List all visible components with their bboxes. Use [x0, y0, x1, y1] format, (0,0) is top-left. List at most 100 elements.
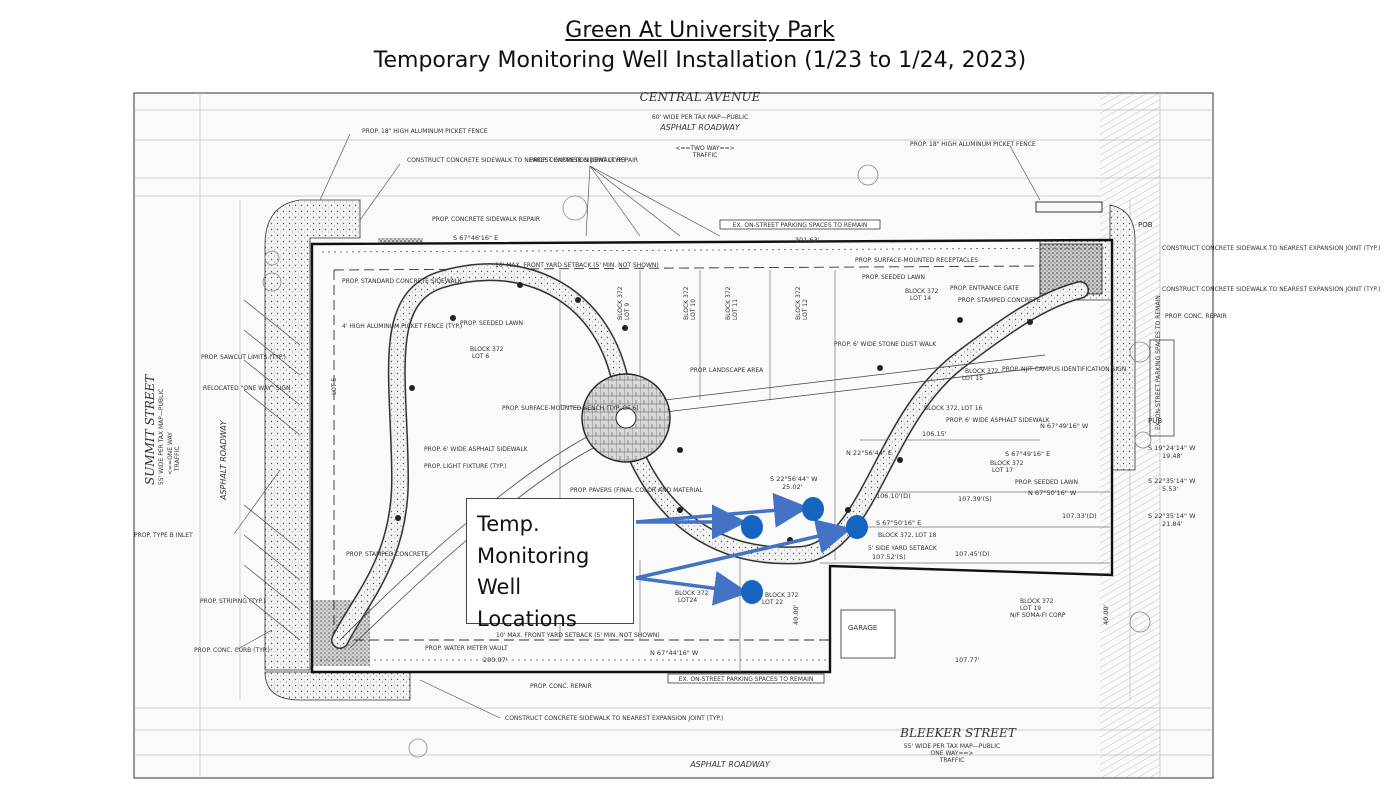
note-stone-dust: PROP. 6' WIDE STONE DUST WALK	[834, 341, 937, 348]
note-seeded-lawn-2: PROP. SEEDED LAWN	[862, 274, 925, 281]
distance-107-39: 107.39'(S)	[958, 495, 992, 503]
note-construct-sidewalk: CONSTRUCT CONCRETE SIDEWALK TO NEAREST E…	[407, 157, 625, 164]
property-boundary	[310, 238, 1114, 674]
note-aluminum-fence: 4' HIGH ALUMINUM PICKET FENCE (TYP.)	[342, 323, 462, 330]
summit-traffic-1: <==ONE WAY	[167, 432, 174, 475]
page-title: Green At University Park	[565, 18, 835, 43]
arrow-to-well-3	[635, 519, 852, 580]
lot-18-label: BLOCK 372, LOT 18	[878, 532, 937, 539]
note-striping: PROP. STRIPING (TYP.)	[200, 598, 265, 605]
note-conc-repair-ne: PROP. CONC. REPAIR	[1165, 313, 1227, 320]
lot-19-block: BLOCK 372	[1020, 598, 1054, 605]
note-light-fixture: PROP. LIGHT FIXTURE (TYP.)	[424, 463, 507, 470]
note-njit-sign: PROP. NJIT CAMPUS IDENTIFICATION SIGN	[1002, 366, 1126, 373]
distance-25: 25.02'	[782, 483, 803, 491]
note-asphalt-sidewalk-2: PROP. 6' WIDE ASPHALT SIDEWALK	[946, 417, 1051, 424]
bearing-north: S 67°46'16" E	[453, 234, 498, 242]
note-front-setback-south: 10' MAX. FRONT YARD SETBACK (5' MIN. NOT…	[496, 632, 660, 639]
bleeker-roadway-label: ASPHALT ROADWAY	[689, 760, 771, 769]
note-sawcut: PROP. SAWCUT LIMITS (TYP.)	[201, 354, 286, 361]
note-picket-fence: PROP. 18" HIGH ALUMINUM PICKET FENCE	[362, 128, 488, 135]
arrow-to-well-2	[635, 492, 809, 528]
note-parking-south: EX. ON-STREET PARKING SPACES TO REMAIN	[679, 676, 814, 683]
note-bench: PROP. SURFACE-MOUNTED BENCH (TYP. OF 6)	[502, 405, 639, 412]
lot-12-block: BLOCK 372	[795, 286, 802, 320]
note-curb: PROP. CONC. CURB (TYP.)	[194, 647, 270, 654]
lot-10-block: BLOCK 372	[683, 286, 690, 320]
garage-building	[840, 609, 896, 659]
note-water-vault: PROP. WATER METER VAULT	[425, 645, 508, 652]
distance-19-48: 19.48'	[1162, 452, 1183, 460]
lot-12-label: LOT 12	[802, 299, 809, 320]
distance-40-west: 40.00'	[792, 604, 800, 625]
bearing-south: N 67°44'16" W	[650, 649, 699, 657]
callout-line-3: Well	[477, 575, 522, 599]
garage-label: GARAGE	[848, 624, 877, 632]
note-seeded-lawn: PROP. SEEDED LAWN	[460, 320, 523, 327]
sidewalk-northwest	[264, 199, 361, 671]
lot-17-block: BLOCK 372	[990, 460, 1024, 467]
summit-traffic-2: TRAFFIC	[174, 446, 181, 472]
monitoring-well-marker	[741, 580, 763, 604]
distance-106-15: 106.15'	[922, 430, 947, 438]
lot-19-owner: N/F SOMA-FI CORP	[1010, 612, 1066, 619]
bearing-s22-35: S 22°35'14" W	[1148, 477, 1196, 485]
note-receptacles: PROP. SURFACE-MOUNTED RECEPTACLES	[855, 257, 978, 264]
callout-line-2: Monitoring	[477, 543, 590, 568]
distance-106-10: 106.10'(D)	[876, 492, 911, 500]
callout-line-4: Locations	[477, 606, 577, 631]
note-side-setback: 5' SIDE YARD SETBACK	[868, 545, 938, 552]
note-construct-ne-2: CONSTRUCT CONCRETE SIDEWALK TO NEAREST E…	[1162, 286, 1380, 293]
lot-11-label: LOT 11	[732, 299, 739, 320]
lot-22-block: BLOCK 372	[765, 592, 799, 599]
pob-label: POB	[1138, 221, 1153, 229]
note-sidewalk-repair-2: PROP. CONCRETE SIDEWALK REPAIR	[432, 216, 540, 223]
monitoring-well-marker	[741, 515, 763, 539]
distance-south-east: 107.77'	[955, 656, 980, 664]
bearing-n67-50: N 67°50'16" W	[1028, 489, 1077, 497]
note-sidewalk-repair: PROP. CONCRETE SIDEWALK REPAIR	[530, 157, 638, 164]
lot-19-label: LOT 19	[1020, 605, 1041, 612]
summit-street-label: SUMMIT STREET	[143, 374, 157, 485]
note-inlet: PROP. TYPE B INLET	[134, 532, 193, 539]
monitoring-well-callout: Temp. Monitoring Well Locations	[466, 498, 634, 631]
distance-107-45: 107.45'(D)	[955, 550, 990, 558]
distance-north: 301.63'	[795, 236, 820, 244]
lot-22-label: LOT 22	[762, 599, 783, 606]
distance-40-east: 40.00'	[1102, 604, 1110, 625]
central-roadway-label: ASPHALT ROADWAY	[659, 123, 741, 132]
note-picket-fence-ne: PROP. 18" HIGH ALUMINUM PICKET FENCE	[910, 141, 1036, 148]
note-conc-repair: PROP. CONC. REPAIR	[530, 683, 592, 690]
lot-6-block: BLOCK 372	[470, 346, 504, 353]
distance-21-84: 21.84'	[1162, 520, 1183, 528]
lot-9-label: LOT 9	[624, 303, 631, 320]
bleeker-traffic-1: ONE WAY==>	[931, 750, 974, 757]
bearing-s22-35-b: S 22°35'14" W	[1148, 512, 1196, 520]
bearing-s19-24: S 19°24'14" W	[1148, 444, 1196, 452]
bearing-s67-49: S 67°49'16" E	[1005, 450, 1050, 458]
lot-9-block: BLOCK 372	[617, 286, 624, 320]
monitoring-well-marker	[802, 497, 824, 521]
bleeker-street-label: BLEEKER STREET	[899, 726, 1017, 740]
lot-6-label: LOT 6	[472, 353, 489, 360]
page-subtitle: Temporary Monitoring Well Installation (…	[373, 48, 1027, 73]
distance-5-53: 5.53'	[1162, 485, 1178, 493]
bearing-n67-49: N 67°49'16" W	[1040, 422, 1089, 430]
note-front-setback: 10' MAX. FRONT YARD SETBACK (5' MIN. NOT…	[495, 262, 659, 269]
bleeker-traffic-2: TRAFFIC	[939, 757, 965, 764]
lot-10-label: LOT 10	[690, 299, 697, 320]
central-avenue-sub: 60' WIDE PER TAX MAP—PUBLIC	[652, 114, 748, 121]
summit-street-sub: 55' WIDE PER TAX MAP—PUBLIC	[158, 389, 165, 485]
central-traffic-2: TRAFFIC	[692, 152, 718, 159]
lot-16-label: BLOCK 372, LOT 16	[924, 405, 983, 412]
distance-107-33: 107.33'(D)	[1062, 512, 1097, 520]
note-stamped-concrete-sw: PROP. STAMPED CONCRETE	[346, 551, 428, 558]
distance-south: 200.07'	[483, 656, 508, 664]
lot-14-block: BLOCK 372	[905, 288, 939, 295]
note-std-sidewalk: PROP. STANDARD CONCRETE SIDEWALK	[342, 278, 463, 285]
summit-roadway-label: ASPHALT ROADWAY	[219, 419, 228, 501]
note-pavers: PROP. PAVERS (FINAL COLOR AND MATERIAL	[570, 487, 703, 494]
bleeker-street-sub: 55' WIDE PER TAX MAP—PUBLIC	[904, 743, 1000, 750]
note-construct-ne: CONSTRUCT CONCRETE SIDEWALK TO NEAREST E…	[1162, 245, 1380, 252]
note-one-way-sign: RELOCATED "ONE WAY" SIGN	[203, 385, 291, 392]
